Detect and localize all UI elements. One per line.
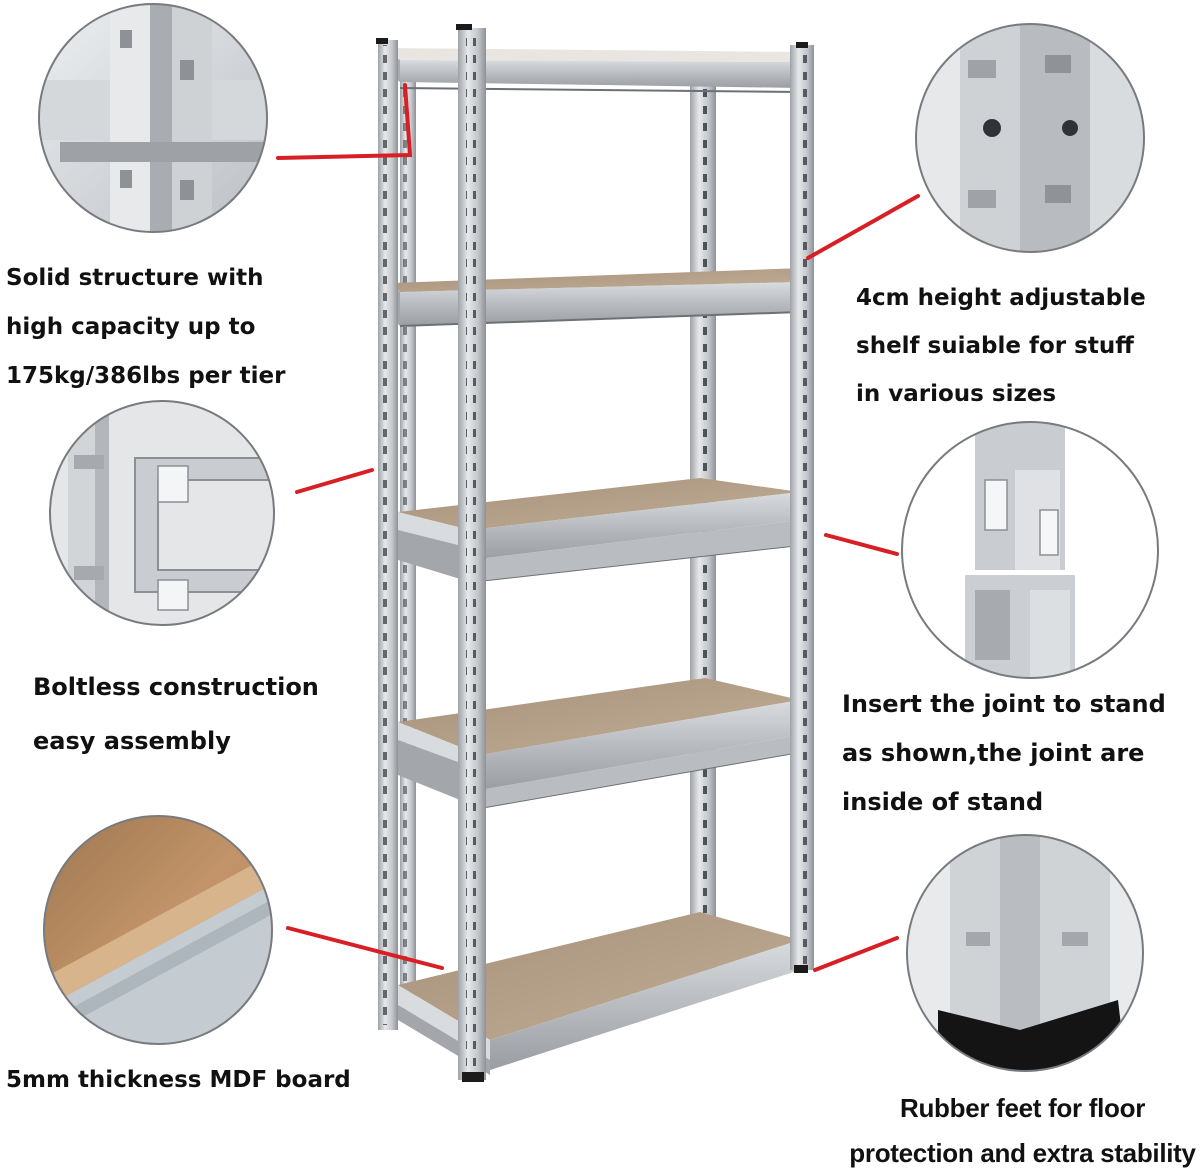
detail-mdf-board	[43, 815, 273, 1045]
front-upright-middle	[458, 28, 486, 1080]
caption-line: 5mm thickness MDF board	[6, 1067, 351, 1093]
shelf-3	[398, 478, 801, 583]
foot-cap	[462, 1072, 484, 1082]
caption-structure: Solid structure with high capacity up to…	[6, 254, 285, 401]
detail-adjustable-slots	[915, 23, 1145, 253]
caption-line: Insert the joint to stand	[842, 690, 1166, 718]
foot-cap	[794, 965, 808, 973]
front-upright-right	[790, 45, 814, 970]
caption-line: Solid structure with	[6, 265, 264, 291]
caption-rubber-feet: Rubber feet for floor protection and ext…	[845, 1086, 1200, 1176]
front-upright-left	[378, 40, 398, 1030]
caption-boltless: Boltless construction easy assembly	[33, 660, 319, 768]
shelf-1	[382, 48, 808, 93]
leader-lines	[276, 83, 920, 972]
caption-line: 175kg/386lbs per tier	[6, 363, 286, 389]
caption-line: as shown,the joint are	[842, 739, 1145, 767]
foot-cap	[456, 24, 472, 30]
shelf-4	[398, 678, 801, 809]
caption-mdf: 5mm thickness MDF board	[6, 1062, 351, 1098]
shelving-unit	[376, 24, 814, 1082]
caption-line: high capacity up to	[6, 314, 256, 340]
leader-line-structure	[276, 83, 413, 160]
caption-line: Rubber feet for floor	[899, 1093, 1146, 1123]
detail-boltless-clip	[49, 400, 275, 626]
caption-line: 4cm height adjustable	[856, 285, 1146, 311]
leader-line-mdf	[286, 926, 444, 970]
caption-line: Boltless construction	[33, 673, 319, 701]
caption-joint: Insert the joint to stand as shown,the j…	[842, 680, 1166, 827]
shelf-2	[390, 268, 804, 327]
leader-line-joint	[824, 533, 899, 556]
caption-line: shelf suiable for stuff	[856, 333, 1134, 359]
detail-corner-structure	[38, 3, 268, 233]
detail-rubber-foot	[906, 834, 1144, 1072]
leader-line-adjustable	[806, 194, 920, 260]
caption-line: in various sizes	[856, 381, 1057, 407]
leader-line-boltless	[295, 468, 374, 494]
caption-line: inside of stand	[842, 788, 1044, 816]
caption-line: protection and extra stability	[849, 1138, 1196, 1168]
leader-line-rubber	[813, 936, 899, 972]
foot-cap	[376, 38, 388, 44]
caption-adjustable: 4cm height adjustable shelf suiable for …	[856, 274, 1146, 418]
caption-line: easy assembly	[33, 727, 231, 755]
detail-joint-insert	[901, 421, 1159, 679]
foot-cap	[796, 42, 808, 48]
